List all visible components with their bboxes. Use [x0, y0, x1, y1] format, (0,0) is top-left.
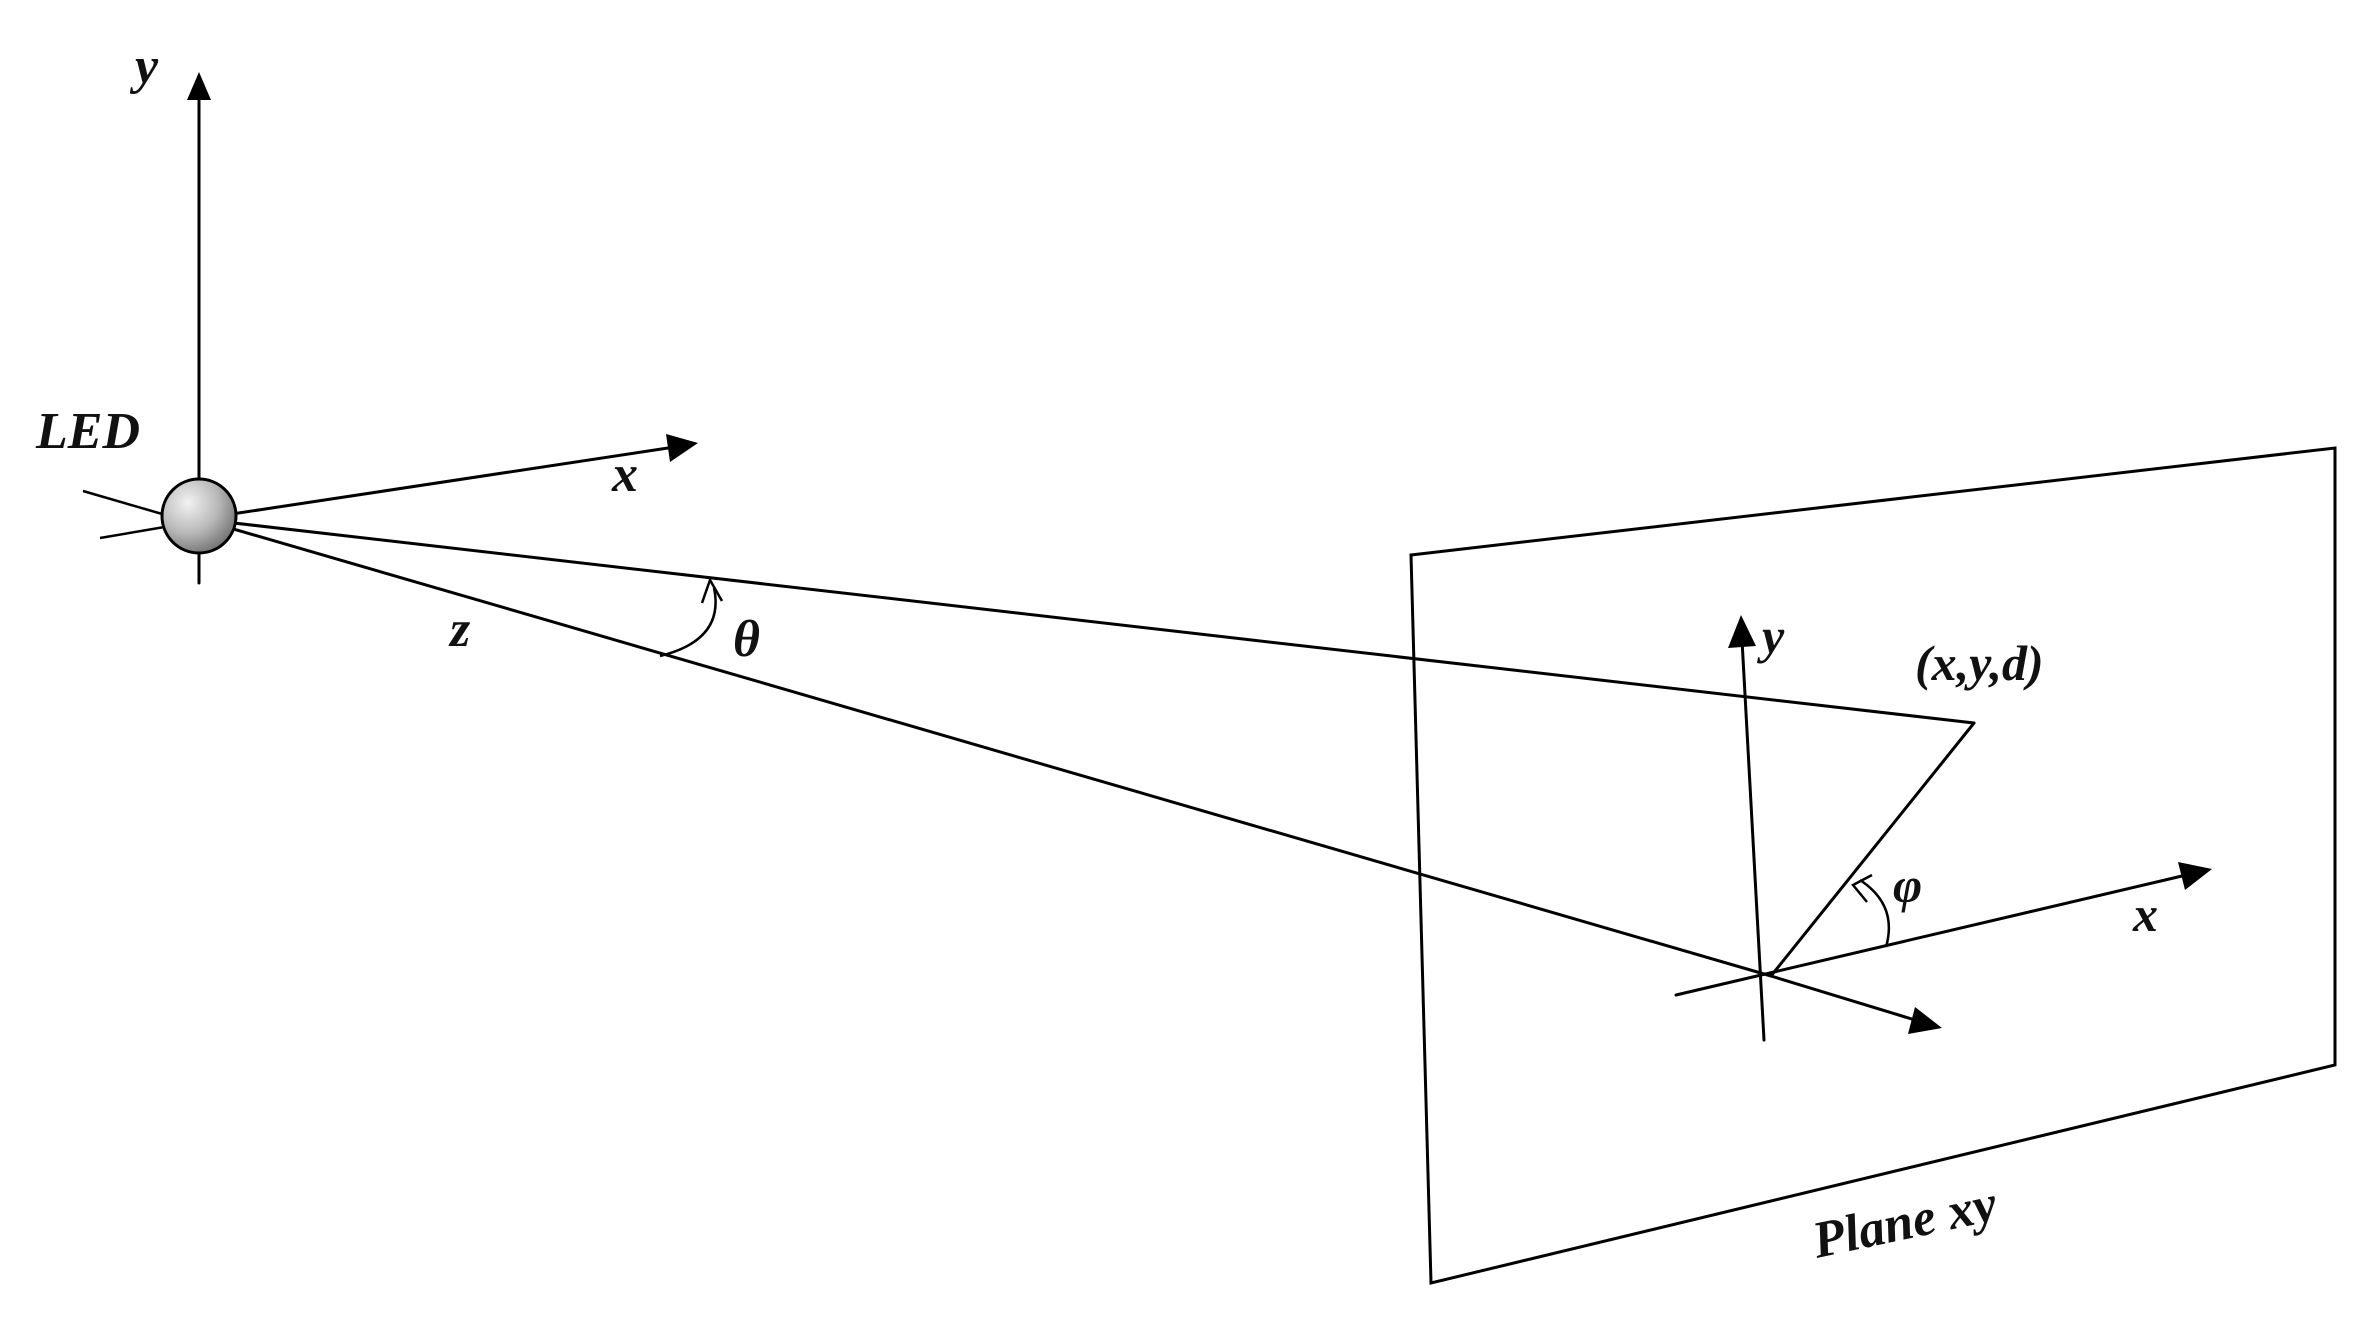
plane-y-axis: [1740, 638, 1766, 1042]
led-sphere: [160, 477, 238, 555]
ray-to-point: [197, 517, 1976, 725]
plane-label: Plane xy: [1807, 1175, 2003, 1270]
led-y-axis-label: y: [129, 38, 159, 95]
led-x-axis: [197, 446, 670, 521]
theta-arc-arrowhead: [700, 576, 724, 604]
point-label: (x,y,d): [1915, 635, 2044, 691]
plane-y-axis-arrowhead: [1728, 615, 1756, 648]
plane-xy: [1409, 446, 2337, 1285]
led-z-axis-label: z: [448, 601, 471, 658]
phi-arc-arrowhead: [1851, 873, 1873, 903]
led-label: LED: [35, 403, 140, 460]
plane-x-axis: [1674, 874, 2184, 997]
led-z-axis-line: [197, 517, 1773, 978]
phi-arc: [1859, 878, 1891, 948]
plane-z-axis-arrowhead: [1908, 1007, 1942, 1034]
led-x-axis-label: x: [611, 446, 638, 503]
plane-x-axis-label: x: [2132, 886, 2158, 942]
theta-arc: [659, 587, 717, 658]
led-cross-line: [82, 489, 177, 520]
plane-x-axis-arrowhead: [2178, 862, 2212, 890]
plane-z-axis: [1769, 974, 1917, 1022]
line-origin-to-point: [1769, 721, 1976, 978]
led-x-axis-arrowhead: [666, 434, 698, 462]
led-y-axis-arrowhead: [187, 72, 211, 100]
theta-label: θ: [733, 611, 760, 668]
plane-y-axis-label: y: [1757, 608, 1785, 664]
phi-label: φ: [1893, 857, 1922, 913]
